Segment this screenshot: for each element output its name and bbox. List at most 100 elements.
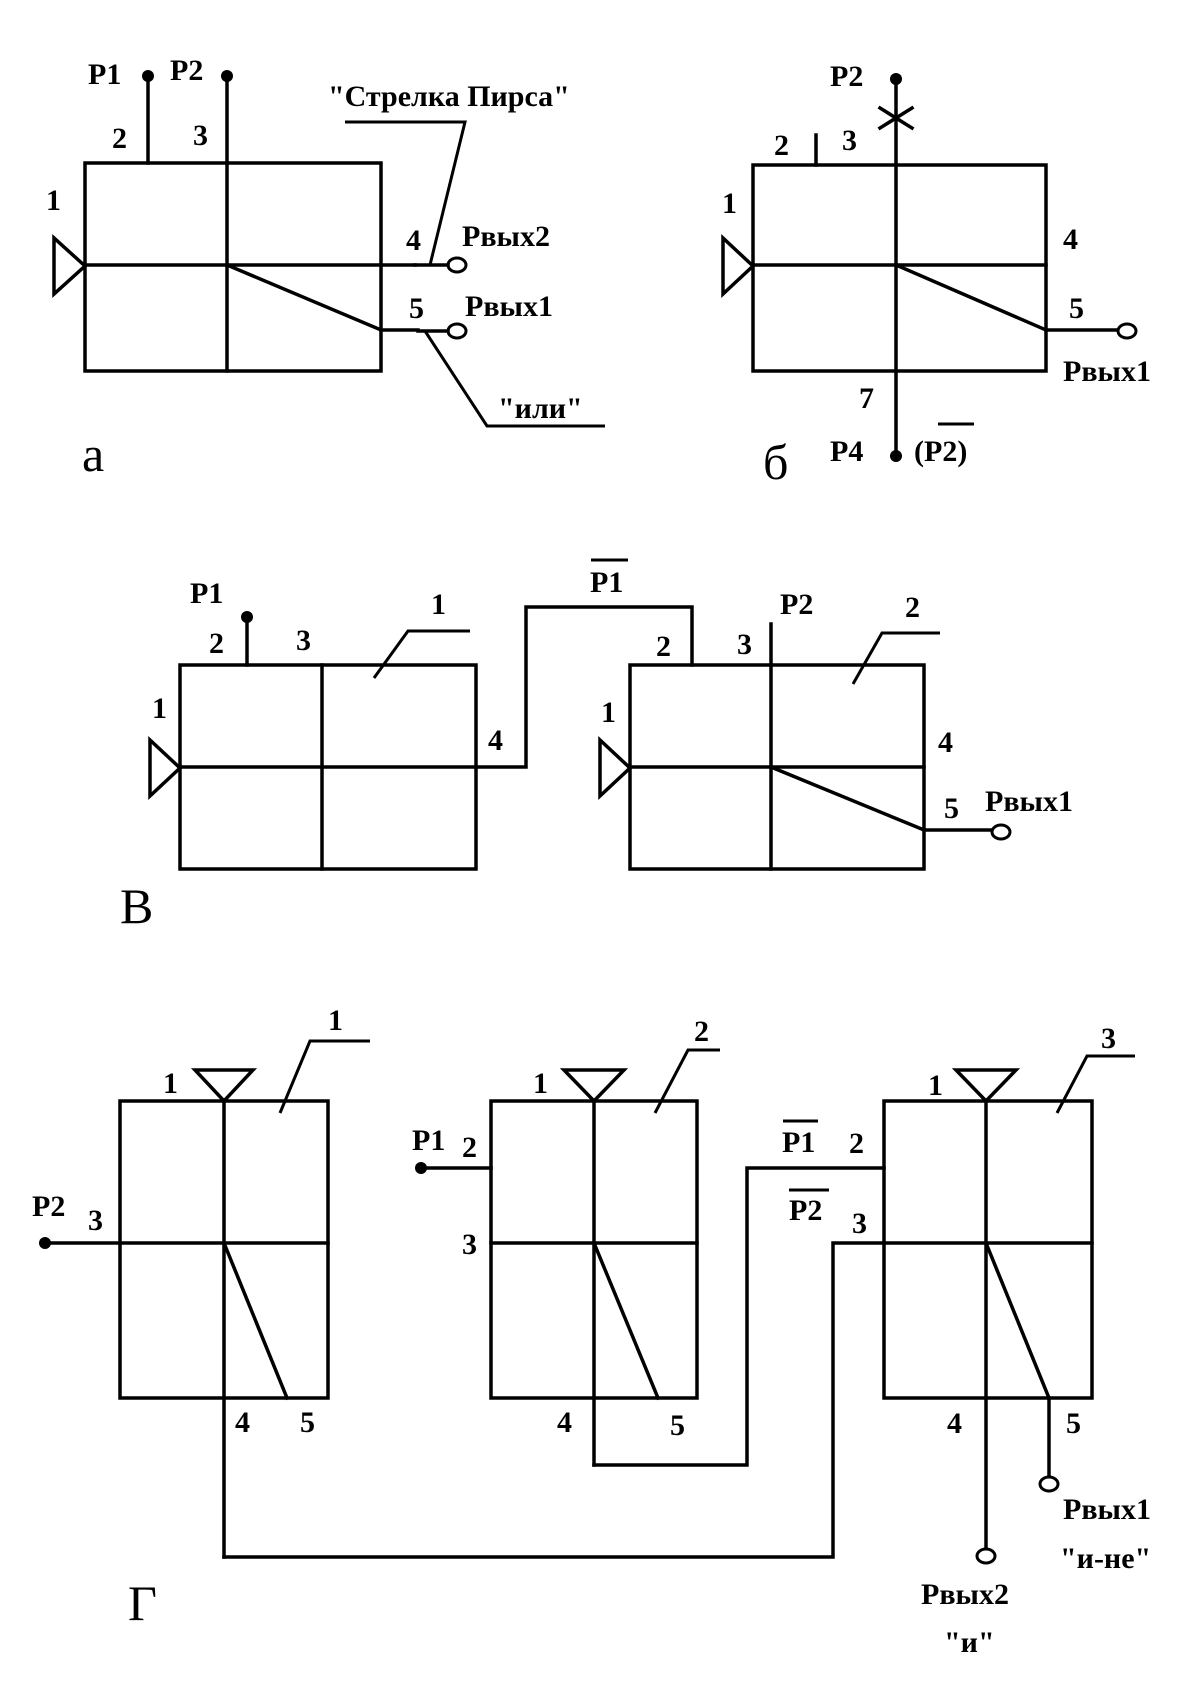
panel-g-output2-note: "и" <box>944 1626 995 1659</box>
panel-g-element2-port4-label: 4 <box>557 1406 572 1439</box>
panel-v-output1-port <box>990 823 1012 841</box>
panel-v-element2-port4-label: 4 <box>938 726 953 759</box>
panel-b-port7-label: 7 <box>859 382 874 415</box>
panel-b-port4-label: 4 <box>1063 223 1078 256</box>
panel-g-element3-callout <box>1055 1054 1135 1114</box>
panel-g-output2-label: Рвых2 <box>921 1578 1009 1611</box>
panel-g-element2-diagonal-line <box>591 1240 661 1401</box>
panel-g-p1-inverse-label: P1 <box>782 1126 815 1159</box>
panel-g-element2-callout <box>653 1048 720 1114</box>
panel-a-output2-port <box>446 256 468 274</box>
panel-a-output2-label: Рвых2 <box>462 220 550 253</box>
panel-g-element3-port3-label: 3 <box>852 1207 867 1240</box>
panel-b-letter: б <box>763 434 788 490</box>
panel-v-p2-label: P2 <box>780 588 813 621</box>
panel-g-output1-note: "и-не" <box>1060 1542 1151 1575</box>
panel-v-letter: В <box>120 878 153 934</box>
panel-a-p2-label: P2 <box>170 54 203 87</box>
panel-g-output2-port <box>975 1547 997 1565</box>
panel-g-element3-id-label: 3 <box>1101 1022 1116 1055</box>
panel-g-output1-label: Рвых1 <box>1063 1493 1151 1526</box>
panel-g-element1-port3-label: 3 <box>88 1204 103 1237</box>
panel-g-element1-callout <box>278 1039 370 1114</box>
panel-v-element1-port4-label: 4 <box>488 724 503 757</box>
panel-g-p2-dot <box>39 1237 51 1249</box>
panel-a-port1-label: 1 <box>46 184 61 217</box>
panel-v-element2-supply-triangle <box>598 735 633 801</box>
panel-a: P1 P2 2 3 1 4 5 Рвых2 Рвых1 "Стрелка Пир… <box>46 54 605 482</box>
panel-b-port2-label: 2 <box>774 129 789 162</box>
panel-g-p2-inverse-label: P2 <box>789 1194 822 1227</box>
panel-b: P2 2 3 1 4 5 Рвых1 7 P4 (P2) б <box>721 60 1151 490</box>
panel-g-element3-port1-label: 1 <box>928 1069 943 1102</box>
panel-g-element1-port1-label: 1 <box>163 1067 178 1100</box>
panel-g-element1-diagonal-line <box>221 1240 290 1401</box>
panel-a-diagonal-line <box>224 262 384 333</box>
panel-b-supply-triangle <box>721 233 756 299</box>
panel-v-element2-diagonal-line <box>768 764 927 833</box>
panel-g-element3-supply-triangle <box>951 1068 1021 1104</box>
panel-g-element1-port4-label: 4 <box>235 1406 250 1439</box>
panel-a-output1-port <box>446 322 468 340</box>
panel-b-p2-inverse-label: (P2) <box>914 435 967 468</box>
panel-g-connector-el1-to-el3 <box>222 1241 886 1559</box>
panel-v-p1-label: P1 <box>190 577 223 610</box>
panel-b-p4-dot <box>890 450 902 462</box>
panel-v-output1-label: Рвых1 <box>985 785 1073 818</box>
panel-g-connector-el2-to-el3 <box>592 1166 886 1467</box>
panel-g: 1 1 P2 3 4 5 2 1 P1 2 3 4 5 3 1 2 3 4 5 … <box>32 1004 1151 1659</box>
panel-g-letter: Г <box>128 1575 157 1631</box>
panel-a-p1-label: P1 <box>88 58 121 91</box>
panel-a-port3-label: 3 <box>193 119 208 152</box>
panel-b-output1-label: Рвых1 <box>1063 355 1151 388</box>
panel-g-element3-port5-label: 5 <box>1066 1407 1081 1440</box>
panel-a-output1-label: Рвых1 <box>465 290 553 323</box>
panel-v-element2-port3-label: 3 <box>737 628 752 661</box>
panel-g-p1-label: P1 <box>412 1124 445 1157</box>
panel-g-p1-dot <box>415 1162 427 1174</box>
panel-v-element1-port2-label: 2 <box>209 627 224 660</box>
panel-g-element2-port2-label: 2 <box>462 1131 477 1164</box>
panel-b-port3-label: 3 <box>842 124 857 157</box>
panel-v-p1-inverse-label: P1 <box>590 566 623 599</box>
panel-b-diagonal-line <box>893 262 1049 333</box>
panel-v-element1-id-label: 1 <box>431 588 446 621</box>
panel-v-element1-port1-label: 1 <box>152 692 167 725</box>
panel-b-p4-label: P4 <box>830 435 863 468</box>
panel-g-element2-port5-label: 5 <box>670 1409 685 1442</box>
panel-v-element2-port5-label: 5 <box>944 792 959 825</box>
panel-a-callout-bottom-leader <box>423 330 605 428</box>
panel-a-port2-label: 2 <box>112 122 127 155</box>
panel-v-connector-line <box>474 605 694 769</box>
panel-g-output1-port <box>1038 1475 1060 1493</box>
panel-a-callout-top-leader <box>345 120 467 266</box>
panel-g-element3-port4-label: 4 <box>947 1407 962 1440</box>
panel-g-p2-label: P2 <box>32 1190 65 1223</box>
panel-a-port4-label: 4 <box>406 224 421 257</box>
panel-g-element1-supply-triangle <box>190 1068 258 1104</box>
panel-b-p2-label: P2 <box>830 60 863 93</box>
panel-a-callout-bottom-text: "или" <box>498 392 583 425</box>
panel-b-port5-label: 5 <box>1069 292 1084 325</box>
panel-v: P1 2 3 1 4 1 P1 P2 2 3 1 4 5 2 Рвых1 В <box>120 558 1073 934</box>
panel-b-cross-mark-b <box>877 105 915 131</box>
panel-b-p2-dot <box>890 73 902 85</box>
panel-a-letter: а <box>82 426 104 482</box>
panel-v-element2-id-label: 2 <box>905 591 920 624</box>
panel-v-element1-supply-triangle <box>148 735 183 801</box>
panel-g-element3-diagonal-line <box>983 1240 1052 1401</box>
panel-a-p2-dot <box>221 70 233 82</box>
panel-g-element3-port2-label: 2 <box>849 1127 864 1160</box>
panel-a-p1-dot <box>142 70 154 82</box>
panel-v-element1-p1-dot <box>241 611 253 623</box>
panel-g-element1-id-label: 1 <box>328 1004 343 1037</box>
panel-g-element2-id-label: 2 <box>694 1015 709 1048</box>
panel-a-port5-label: 5 <box>409 292 424 325</box>
panel-g-element1-port5-label: 5 <box>300 1406 315 1439</box>
panel-v-element2-port2-label: 2 <box>656 630 671 663</box>
panel-a-supply-triangle <box>52 234 88 298</box>
panel-g-element2-port3-label: 3 <box>462 1228 477 1261</box>
panel-v-element2-callout <box>851 631 940 685</box>
panel-b-port1-label: 1 <box>722 187 737 220</box>
